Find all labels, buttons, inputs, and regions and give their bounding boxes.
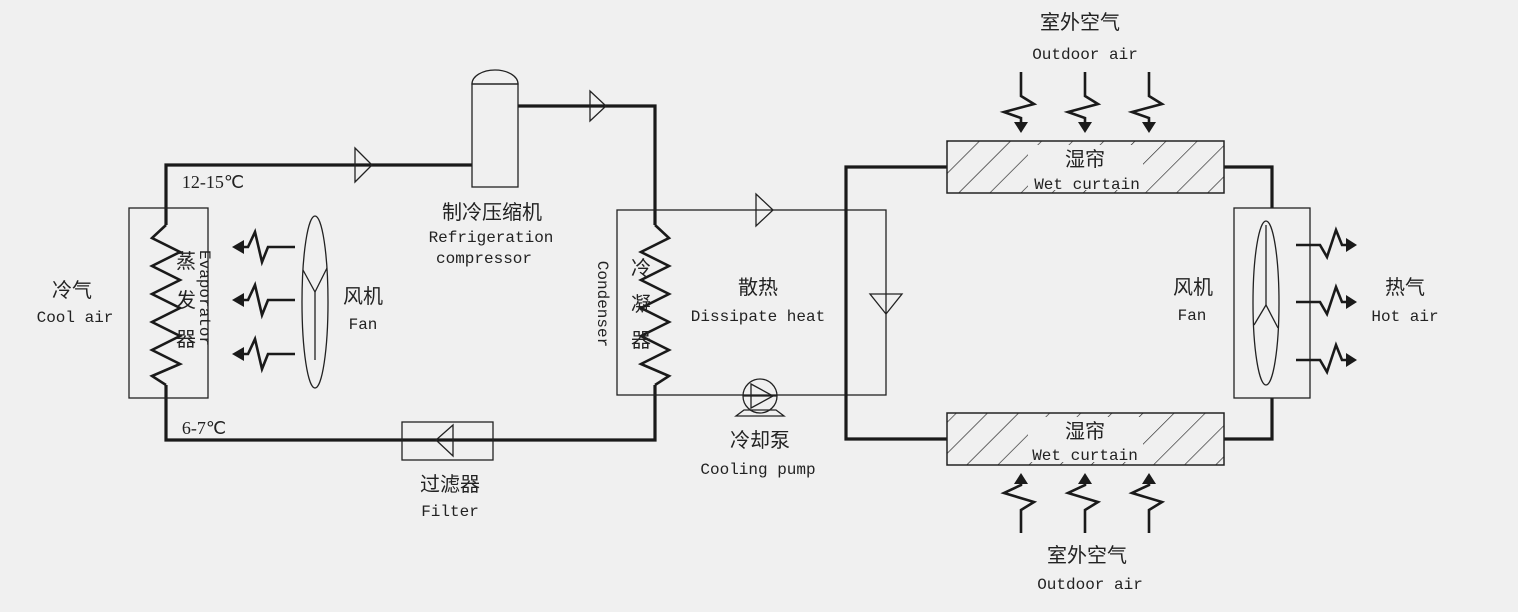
wet-curtain-bottom-label-en: Wet curtain: [1032, 447, 1138, 465]
hot-air-label-en: Hot air: [1371, 308, 1438, 326]
fan-icon: [1252, 220, 1280, 386]
cool-air-label-cn: 冷气: [52, 278, 92, 302]
fan-label-cn: 风机: [343, 284, 383, 308]
wet-curtain-bottom: [946, 412, 1225, 466]
air-arrow-icon: [1128, 473, 1166, 533]
cooling-pump-label-en: Cooling pump: [700, 461, 815, 479]
air-arrow-icon: [232, 228, 295, 267]
outdoor-air-top-label-cn: 室外空气: [1040, 10, 1120, 34]
condenser-label-en: Condenser: [593, 261, 611, 347]
air-arrow-icon: [1296, 283, 1357, 318]
air-flow-arrows-right: [1296, 226, 1357, 376]
wet-curtain-top-label-cn: 湿帘: [1065, 147, 1105, 171]
air-arrow-icon: [1063, 72, 1102, 133]
filter-label-en: Filter: [421, 503, 479, 521]
dissipate-heat-label-en: Dissipate heat: [691, 308, 825, 326]
cooling-pump-icon: [734, 378, 786, 417]
wet-curtain-top: [946, 140, 1225, 194]
air-arrow-icon: [1296, 341, 1357, 376]
condenser-label-cn-wrap: 冷凝器: [631, 256, 651, 352]
hot-air-label-cn: 热气: [1385, 275, 1425, 299]
cool-air-label-en: Cool air: [37, 309, 114, 327]
outdoor-air-bottom-label-en: Outdoor air: [1037, 576, 1143, 594]
flow-arrow-icon: [755, 192, 774, 228]
evaporator-coil: [149, 224, 184, 387]
air-arrow-icon: [1000, 473, 1038, 533]
cooling-pump-label-cn: 冷却泵: [730, 428, 790, 452]
evaporator-label-cn-wrap: 蒸发器: [176, 249, 196, 351]
compressor-icon: [471, 69, 519, 188]
air-arrow-icon: [232, 335, 295, 374]
air-arrow-icon: [1127, 72, 1166, 133]
refrigerant-loop: [149, 89, 672, 442]
wet-curtain-top-label-en: Wet curtain: [1034, 176, 1140, 194]
dissipate-heat-label-cn: 散热: [738, 275, 778, 299]
filter-label-cn: 过滤器: [420, 472, 480, 496]
fan-icon: [301, 215, 329, 389]
compressor-label-en-2: compressor: [436, 250, 532, 268]
condenser-label-cn: 冷凝器: [631, 256, 651, 352]
compressor-label-en-1: Refrigeration: [429, 229, 554, 247]
air-flow-arrows-bottom: [1000, 473, 1166, 533]
temp-top-label: 12-15℃: [182, 172, 244, 192]
cooling-water-loop: [844, 165, 1274, 441]
fan-right-label-en: Fan: [1178, 307, 1207, 325]
flow-arrow-icon: [354, 146, 373, 184]
fan-label-en: Fan: [349, 316, 378, 334]
air-arrow-icon: [1064, 473, 1102, 533]
compressor-label-cn: 制冷压缩机: [442, 200, 542, 224]
air-arrow-icon: [232, 281, 295, 320]
outdoor-air-bottom-label-cn: 室外空气: [1047, 543, 1127, 567]
flow-arrow-icon: [589, 89, 607, 123]
air-arrow-icon: [1296, 226, 1357, 261]
evaporator-label-cn: 蒸发器: [176, 249, 196, 351]
temp-bottom-label: 6-7℃: [182, 418, 226, 438]
filter-icon: [401, 421, 494, 461]
flow-arrow-icon: [868, 293, 904, 316]
condenser-coil: [637, 224, 672, 387]
fan-right-label-cn: 风机: [1173, 275, 1213, 299]
air-flow-arrows-left: [232, 228, 295, 374]
outdoor-air-top-label-en: Outdoor air: [1032, 46, 1138, 64]
evaporator-label-en: Evaporator: [195, 250, 213, 346]
air-flow-arrows-top: [999, 72, 1166, 133]
evaporator-box: [128, 207, 209, 399]
air-arrow-icon: [999, 72, 1038, 133]
wet-curtain-bottom-label-cn: 湿帘: [1065, 419, 1105, 443]
